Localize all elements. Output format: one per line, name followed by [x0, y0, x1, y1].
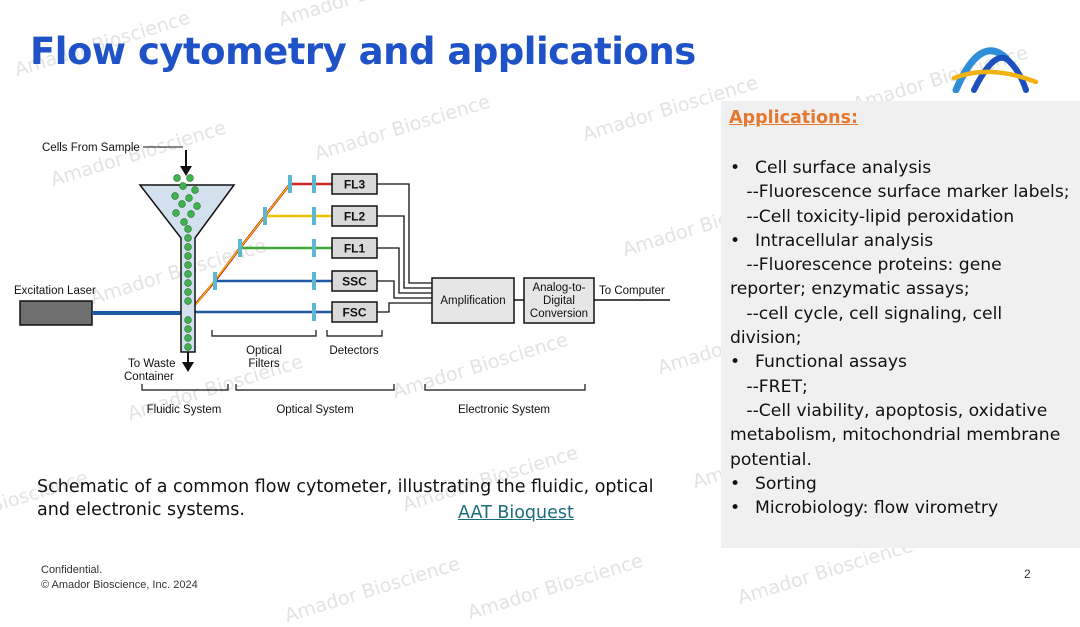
bracket-fluidic	[141, 384, 229, 391]
application-sub-item: --cell cycle, cell signaling, cell divis…	[730, 303, 1008, 349]
wire-fl3	[377, 183, 432, 284]
label-fluidic-system: Fluidic System	[147, 404, 222, 416]
cell	[185, 194, 193, 202]
waste-arrowhead	[182, 362, 194, 372]
application-bullet: Microbiology: flow virometry	[730, 496, 1078, 521]
application-sub-item: --Cell toxicity-lipid peroxidation	[730, 206, 1015, 227]
bracket-detectors	[326, 330, 383, 337]
label-detectors: Detectors	[329, 345, 378, 357]
cell	[184, 288, 192, 296]
application-sub-item: --Fluorescence surface marker labels;	[730, 182, 1070, 203]
adc-label-1: Analog-to-	[532, 282, 585, 294]
cell	[184, 270, 192, 278]
detector-label: FSC	[343, 306, 367, 320]
optical-filter	[312, 207, 316, 225]
optical-filter	[288, 175, 292, 193]
label-electronic-system: Electronic System	[458, 404, 550, 416]
cell	[184, 343, 192, 351]
cell	[180, 218, 188, 226]
cell	[184, 243, 192, 251]
figure-caption: Schematic of a common flow cytometer, il…	[37, 476, 677, 522]
caption-line-1: Schematic of a common flow cytometer, il…	[37, 477, 654, 497]
optical-filter	[238, 239, 242, 257]
bracket-electronic	[424, 384, 586, 391]
label-to-computer: To Computer	[599, 285, 665, 297]
bracket-optical	[235, 384, 395, 391]
excitation-laser	[19, 300, 93, 326]
cell	[184, 234, 192, 242]
wire-fl2	[377, 215, 432, 289]
optical-filter	[312, 272, 316, 290]
confidential-text: Confidential.	[41, 564, 103, 576]
copyright-text: © Amador Bioscience, Inc. 2024	[41, 579, 198, 591]
cell	[184, 316, 192, 324]
label-to-waste-2: Container	[124, 371, 174, 383]
cell	[184, 261, 192, 269]
amplification-box	[431, 277, 515, 324]
footer-confidential: Confidential. © Amador Bioscience, Inc. …	[41, 563, 198, 593]
slide-title: Flow cytometry and applications	[30, 30, 696, 73]
watermark: Amador Bioscience	[276, 0, 457, 31]
detector-label: SSC	[342, 275, 367, 289]
label-optical-filters-2: Filters	[248, 358, 280, 370]
optical-filter	[263, 207, 267, 225]
signal-wires	[377, 183, 432, 313]
application-sub-item: --Cell viability, apoptosis, oxidative m…	[730, 400, 1066, 470]
cell	[184, 252, 192, 260]
adc-box	[523, 277, 595, 324]
application-bullet: Functional assays	[730, 350, 1078, 375]
wire-ssc	[377, 280, 432, 299]
sample-arrowhead	[180, 166, 192, 176]
optical-filter	[213, 272, 217, 290]
application-sub-item: --Fluorescence proteins: gene reporter; …	[730, 255, 1008, 300]
cell	[172, 209, 180, 217]
label-to-waste-1: To Waste	[128, 358, 176, 370]
cell	[193, 202, 201, 210]
cell	[184, 279, 192, 287]
label-excitation-laser: Excitation Laser	[14, 285, 96, 297]
bracket-filters	[211, 330, 317, 337]
cell	[184, 225, 192, 233]
application-bullet: Sorting	[730, 472, 1078, 497]
source-link[interactable]: AAT Bioquest	[458, 503, 574, 523]
page-number: 2	[1024, 567, 1031, 581]
company-logo	[951, 47, 1039, 93]
caption-line-2: and electronic systems.	[37, 500, 245, 520]
optical-filter	[312, 239, 316, 257]
wire-fl1	[377, 247, 432, 294]
applications-panel: Applications: Cell surface analysis --Fl…	[721, 101, 1080, 548]
optical-filter	[312, 175, 316, 193]
cell	[187, 210, 195, 218]
cell	[178, 200, 186, 208]
application-bullet: Cell surface analysis	[730, 156, 1078, 181]
application-bullet: Intracellular analysis	[730, 229, 1078, 254]
application-sub-item: --FRET;	[730, 376, 808, 397]
watermark: Amador Bioscience	[465, 549, 646, 625]
optical-filter	[312, 303, 316, 321]
cell	[173, 174, 181, 182]
applications-list: Cell surface analysis --Fluorescence sur…	[730, 156, 1078, 521]
detector-label: FL2	[344, 210, 366, 224]
applications-heading: Applications:	[729, 108, 859, 128]
adc-label-2: Digital	[543, 295, 575, 307]
adc-label-3: Conversion	[530, 308, 588, 320]
cell	[184, 297, 192, 305]
wire-fsc	[377, 302, 432, 313]
cell	[184, 334, 192, 342]
label-optical-system: Optical System	[276, 404, 353, 416]
label-cells-from-sample: Cells From Sample	[42, 142, 140, 154]
detector-label: FL3	[344, 178, 366, 192]
cells	[171, 174, 201, 351]
detector-label: FL1	[344, 242, 366, 256]
cell	[184, 325, 192, 333]
cell	[191, 186, 199, 194]
cell	[171, 192, 179, 200]
watermark: Amador Bioscience	[282, 552, 463, 627]
amplification-label: Amplification	[440, 295, 505, 307]
label-optical-filters-1: Optical	[246, 345, 282, 357]
cell	[186, 174, 194, 182]
cell	[179, 182, 187, 190]
